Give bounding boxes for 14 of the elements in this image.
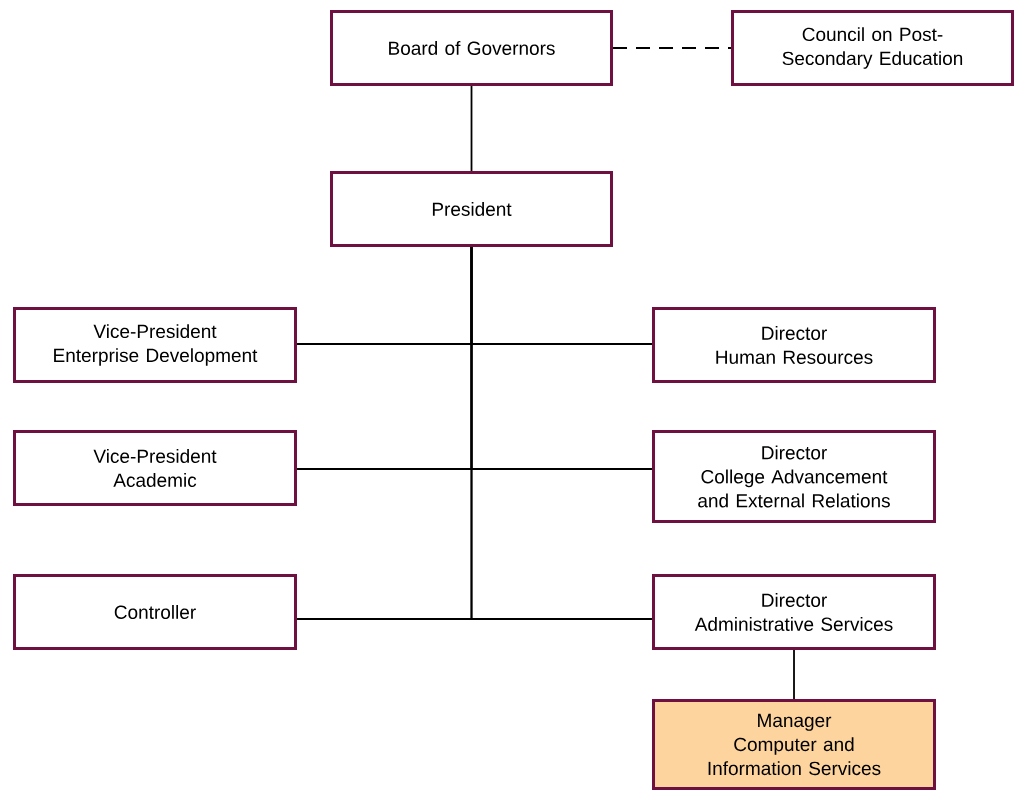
connector-line [470, 246, 653, 620]
org-box: Director College Advancement and External Relations [652, 430, 936, 523]
org-box: Council on Post-Secondary Education [731, 10, 1014, 86]
org-box: President [330, 171, 613, 247]
org-box: Vice-President Enterprise Development [13, 307, 297, 383]
org-box: Controller [13, 574, 297, 650]
org-box: Director Human Resources [652, 307, 936, 383]
connector-line [470, 85, 473, 172]
connector-line [793, 649, 795, 700]
connector-line [612, 47, 732, 49]
org-box: Director Administrative Services [652, 574, 936, 650]
highlighted-box: Manager Computer and Information Services [652, 699, 936, 790]
org-box: Vice-President Academic [13, 430, 297, 506]
org-box: Board of Governors [330, 10, 613, 86]
